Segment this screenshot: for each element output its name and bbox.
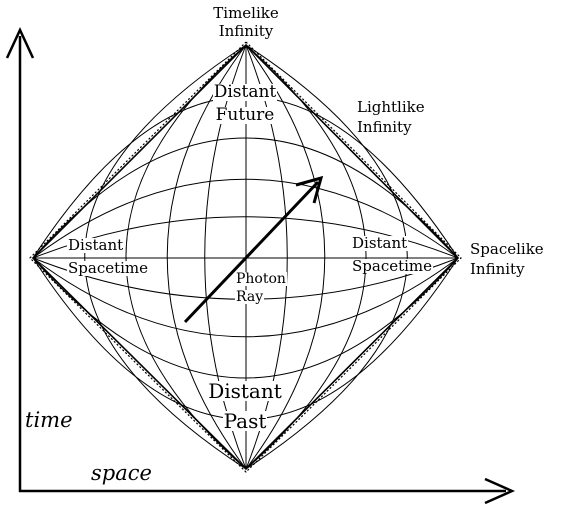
photon-ray-arrowhead (295, 175, 324, 204)
grid-spacelike-curve (32, 178, 459, 259)
past-line-2: Past (222, 409, 268, 433)
left-distant-spacetime-label: Distant Spacetime (67, 236, 150, 277)
axes (5, 27, 516, 505)
lightlike-infinity-dotted-edge (29, 41, 462, 473)
grid-timelike-curve (125, 44, 247, 470)
timelike-infinity-label: Timelike Infinity (200, 6, 292, 39)
distant-past-label: Distant Past (205, 381, 285, 431)
left-space-line-2: Spacetime (67, 259, 150, 277)
photon-ray-arrow (183, 175, 324, 324)
right-distant-spacetime-label: Distant Spacetime (351, 234, 434, 275)
past-line-1: Distant (207, 379, 283, 403)
diamond-boundary (29, 41, 462, 473)
diamond-edge (31, 43, 460, 471)
right-space-line-2: Spacetime (351, 257, 434, 275)
future-line-1: Distant (212, 82, 278, 102)
time-axis-arrowhead (5, 27, 35, 59)
lightlike-line-2: Infinity (357, 118, 412, 136)
grid-timelike-curve (245, 44, 326, 470)
future-line-2: Future (214, 105, 276, 125)
space-axis-arrowhead (484, 477, 516, 505)
spacelike-line-2: Infinity (470, 260, 525, 278)
space-axis-label: space (91, 461, 152, 485)
timelike-line-1: Timelike (213, 4, 279, 22)
left-space-line-1: Distant (67, 236, 125, 254)
grid-spacelike-curve (32, 257, 459, 338)
grid-timelike-curve (166, 44, 247, 470)
grid-timelike-curve (245, 44, 408, 470)
grid-spacelike-curve (32, 137, 459, 259)
photon-line-1: Photon (235, 271, 287, 287)
time-axis-label: time (25, 408, 73, 432)
distant-future-label: Distant Future (205, 84, 285, 124)
timelike-line-2: Infinity (218, 22, 274, 40)
photon-ray-shaft (183, 180, 320, 324)
right-space-line-1: Distant (351, 234, 409, 252)
spacelike-line-1: Spacelike (470, 240, 544, 258)
lightlike-line-1: Lightlike (357, 98, 425, 116)
lightlike-infinity-label: Lightlike Infinity (357, 100, 425, 135)
photon-line-2: Ray (235, 289, 265, 305)
spacelike-infinity-label: Spacelike Infinity (470, 242, 544, 277)
grid-timelike-curve (84, 44, 247, 470)
photon-ray-label: Photon Ray (235, 272, 287, 304)
